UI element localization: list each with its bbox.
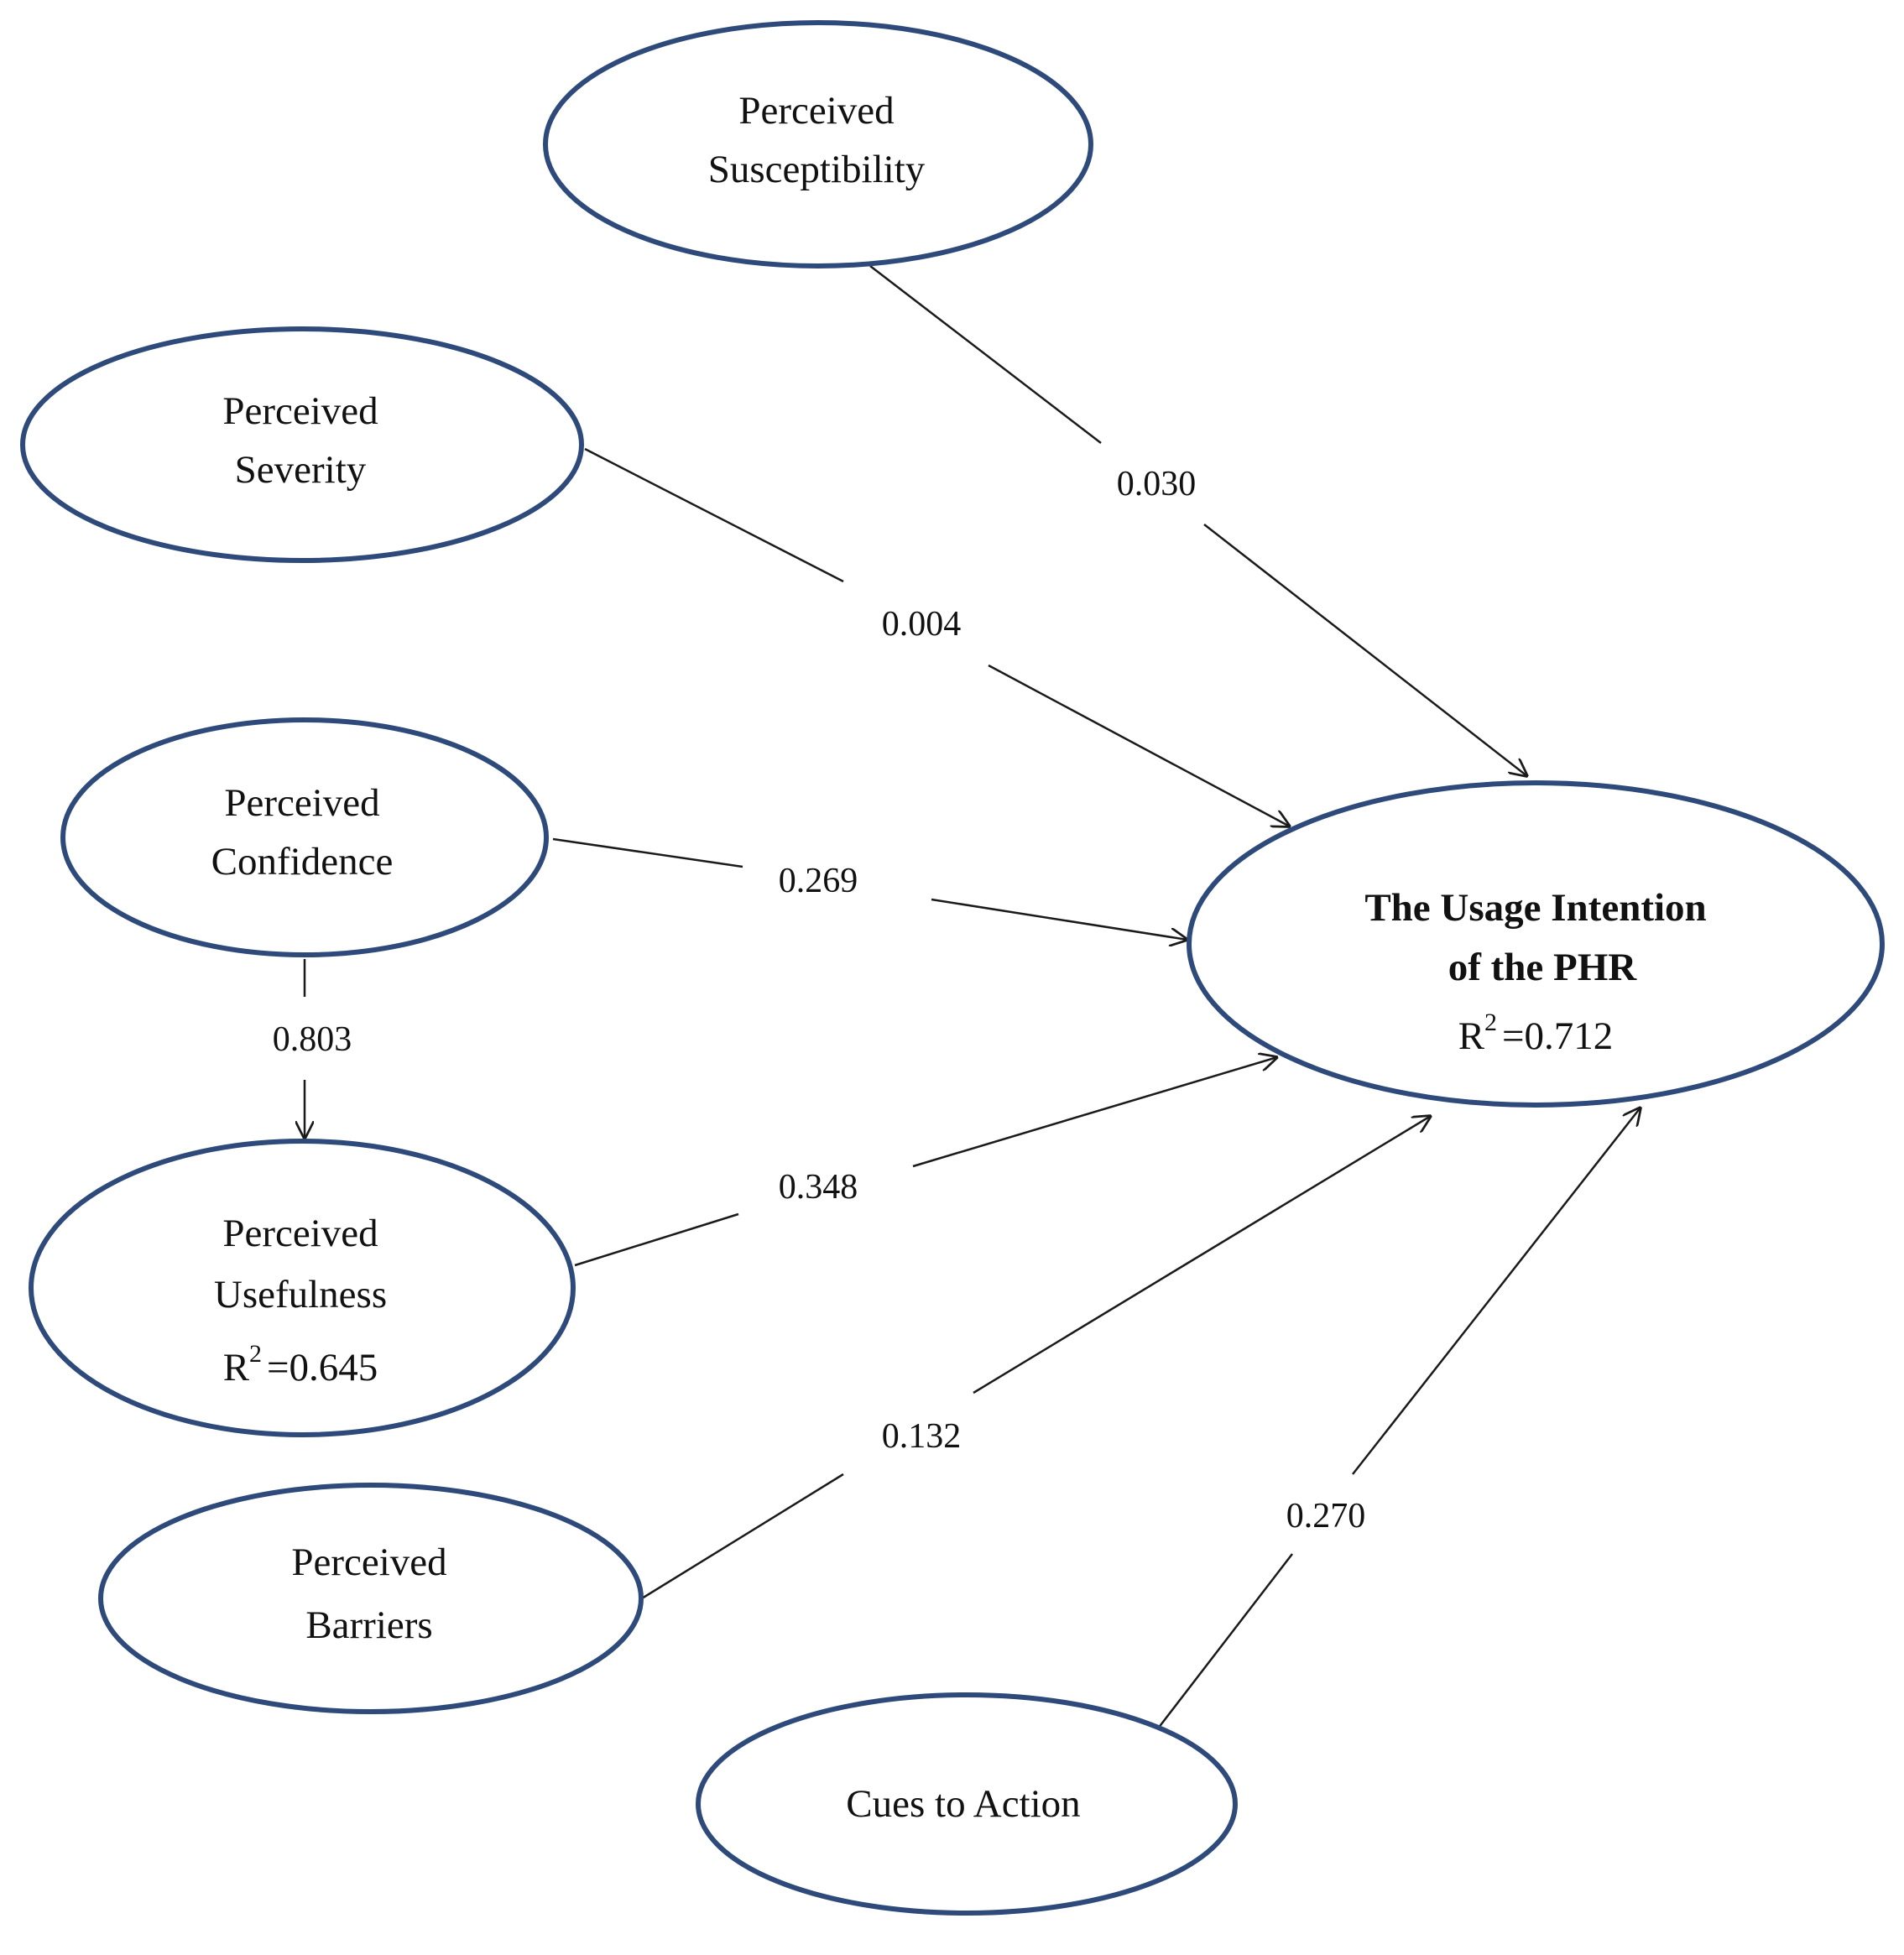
node-perceived-usefulness: Perceived Usefulness R2=0.645 xyxy=(29,1139,576,1437)
node-perceived-severity: Perceived Severity xyxy=(20,326,584,563)
node-perceived-barriers: Perceived Barriers xyxy=(98,1483,644,1714)
edge-cues-intention: 0.270 xyxy=(1157,1108,1641,1729)
node-label-line2: of the PHR xyxy=(1448,946,1638,989)
edge-barriers-intention: 0.132 xyxy=(641,1116,1431,1600)
coef-confidence-usefulness: 0.803 xyxy=(273,1020,352,1059)
edge-usefulness-intention: 0.348 xyxy=(574,1057,1277,1267)
node-label-line1: The Usage Intention xyxy=(1364,886,1706,930)
node-label-line2: Barriers xyxy=(305,1603,432,1647)
r-squared-label: R2=0.645 xyxy=(223,1340,378,1389)
node-cues-to-action: Cues to Action xyxy=(696,1692,1238,1916)
node-usage-intention: The Usage Intention of the PHR R2=0.712 xyxy=(1187,780,1885,1108)
node-label-line1: Perceived xyxy=(738,89,894,133)
node-label-line2: Severity xyxy=(235,448,367,492)
edge-severity-intention: 0.004 xyxy=(584,447,1290,826)
node-label-line2: Susceptibility xyxy=(708,148,926,191)
coef-barriers-intention: 0.132 xyxy=(882,1417,962,1456)
coef-confidence-intention: 0.269 xyxy=(779,862,858,900)
coef-susceptibility-intention: 0.030 xyxy=(1117,465,1197,503)
node-perceived-confidence: Perceived Confidence xyxy=(60,717,549,957)
node-perceived-susceptibility: Perceived Susceptibility xyxy=(543,20,1093,268)
r-squared-label: R2=0.712 xyxy=(1458,1009,1614,1058)
node-label-line1: Perceived xyxy=(291,1541,446,1584)
node-label-line1: Perceived xyxy=(222,1212,378,1255)
edge-susceptibility-intention: 0.030 xyxy=(869,265,1527,776)
coef-severity-intention: 0.004 xyxy=(882,605,962,644)
node-label-line1: Perceived xyxy=(224,781,379,825)
node-label-line1: Cues to Action xyxy=(846,1782,1080,1826)
node-label-line2: Usefulness xyxy=(214,1273,387,1316)
node-label-line1: Perceived xyxy=(222,389,378,433)
coef-usefulness-intention: 0.348 xyxy=(779,1168,858,1207)
node-label-line2: Confidence xyxy=(211,840,394,884)
edge-confidence-usefulness: 0.803 xyxy=(273,959,352,1139)
edge-confidence-intention: 0.269 xyxy=(552,837,1187,940)
coef-cues-intention: 0.270 xyxy=(1286,1497,1366,1535)
